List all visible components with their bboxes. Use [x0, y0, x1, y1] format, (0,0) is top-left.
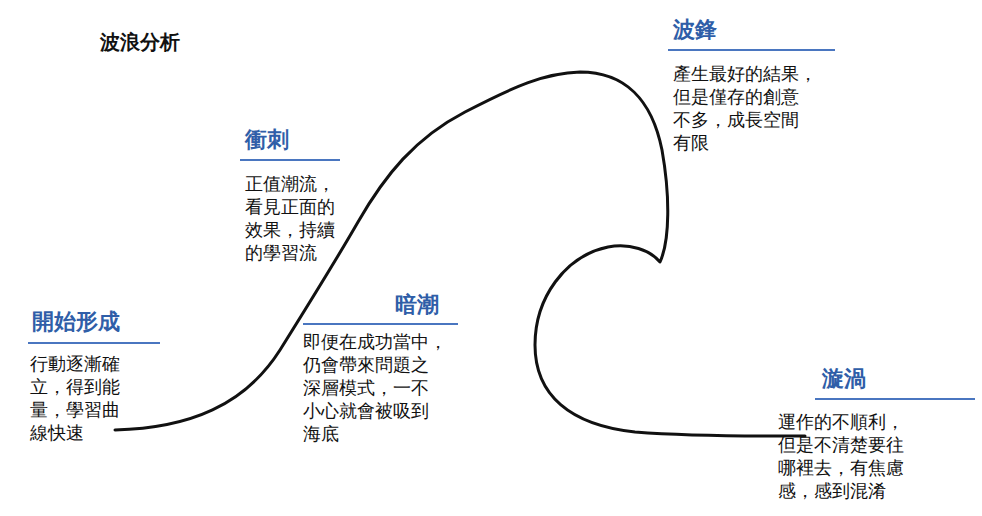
stage-description: 正值潮流， 看見正面的 效果，持續 的學習流	[245, 172, 445, 264]
stage-description: 行動逐漸確 立，得到能 量，學習曲 線快速	[30, 352, 230, 444]
stage-heading: 暗潮	[395, 292, 439, 318]
heading-bar	[815, 398, 975, 400]
stage-description: 即便在成功當中， 仍會帶來問題之 深層模式，一不 小心就會被吸到 海底	[303, 330, 503, 445]
heading-bar	[240, 159, 340, 161]
stage-heading: 波鋒	[673, 17, 717, 43]
heading-bar	[303, 323, 458, 325]
stage-description: 運作的不順利， 但是不清楚要往 哪裡去，有焦慮 感，感到混淆	[778, 410, 978, 502]
heading-bar	[28, 342, 160, 344]
diagram-title: 波浪分析	[100, 30, 180, 54]
stage-heading: 漩渦	[822, 366, 866, 392]
stage-heading: 衝刺	[245, 127, 289, 153]
stage-description: 產生最好的結果， 但是僅存的創意 不多，成長空間 有限	[673, 62, 873, 154]
stage-heading: 開始形成	[32, 309, 120, 335]
heading-bar	[668, 49, 835, 51]
